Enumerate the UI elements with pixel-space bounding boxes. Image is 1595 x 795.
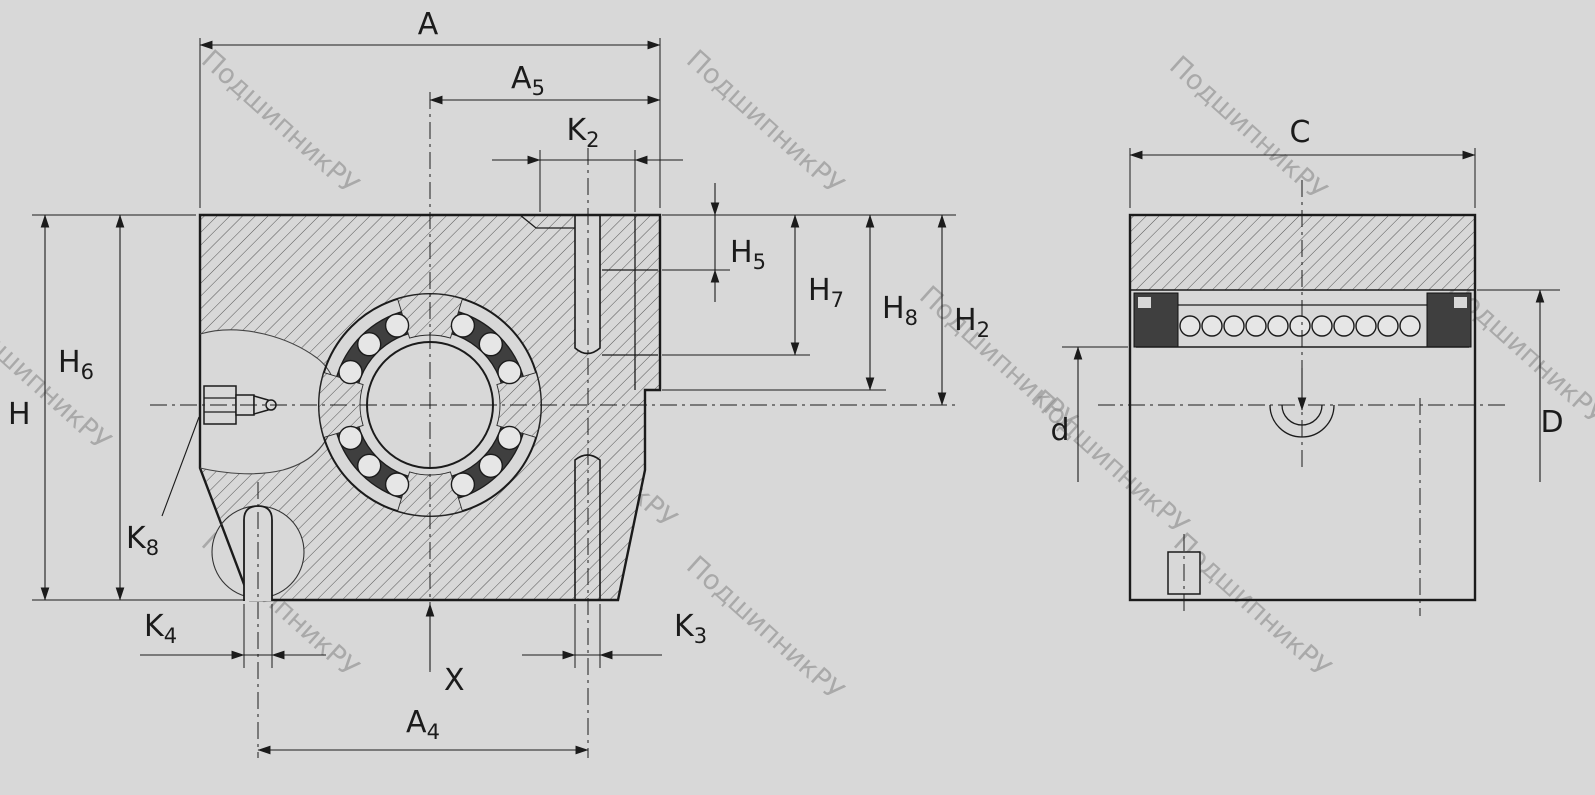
watermark: ПодшипникРУ: [195, 44, 364, 201]
ball: [1377, 315, 1399, 337]
dim-label-K3: K3: [674, 609, 707, 648]
ball: [1399, 315, 1421, 337]
front-centerlines: [150, 92, 958, 758]
ball: [478, 332, 503, 357]
dim-label-H8: H8: [882, 291, 918, 330]
ball: [357, 332, 382, 357]
hex-flat-lines: [204, 397, 236, 413]
ball: [1355, 315, 1377, 337]
ball: [1201, 315, 1223, 337]
ball: [478, 453, 503, 478]
dim-label-d: d: [1050, 413, 1069, 448]
bearing-balls: [338, 313, 522, 497]
ball: [1179, 315, 1201, 337]
dim-label-A: A: [418, 7, 439, 42]
watermark: ПодшипникРУ: [1025, 384, 1194, 541]
ball: [338, 359, 363, 385]
ball: [338, 425, 363, 451]
dim-label-K4: K4: [144, 609, 177, 648]
dim-label-C: C: [1290, 115, 1311, 150]
dim-label-H2: H2: [954, 303, 990, 342]
dim-label-K8: K8: [126, 521, 159, 560]
ball: [1267, 315, 1289, 337]
top-step-line: [519, 214, 575, 229]
dim-label-X: X: [444, 663, 465, 698]
ball: [450, 472, 476, 497]
left-seal-notch: [1138, 297, 1151, 308]
front-dimensions: A A5 K2 H5 H7 H8 H2 H6 H K8 K4 X A4 K3: [8, 7, 990, 755]
watermark: ПодшипникРУ: [680, 44, 849, 201]
ball: [497, 425, 522, 451]
nipple-cone: [253, 395, 269, 415]
linear-ball-row: [1179, 315, 1421, 337]
ball: [357, 453, 382, 478]
dim-label-H7: H7: [808, 273, 844, 312]
ball: [1333, 315, 1355, 337]
left-seal: [1133, 292, 1179, 348]
dim-label-K2: K2: [566, 113, 599, 152]
dim-label-A5: A5: [511, 61, 545, 100]
front-section-view: [150, 92, 958, 758]
dim-label-D: D: [1540, 405, 1563, 440]
housing-outline: [198, 213, 662, 602]
ball: [1223, 315, 1245, 337]
dim-label-A4: A4: [406, 705, 440, 744]
ball: [1311, 315, 1333, 337]
ball: [1289, 315, 1311, 337]
ball: [384, 472, 410, 497]
leader-line-K8: [161, 416, 200, 517]
side-dimensions: C d D: [1050, 115, 1564, 482]
clamp-slot-outline: [574, 215, 601, 355]
watermark: ПодшипникРУ: [1167, 527, 1336, 684]
dim-label-H6: H6: [58, 345, 94, 384]
ball: [450, 313, 476, 338]
ball: [384, 313, 410, 338]
ball: [1245, 315, 1267, 337]
dim-label-H: H: [8, 397, 31, 432]
dim-label-H5: H5: [730, 235, 766, 274]
right-seal-notch: [1454, 297, 1467, 308]
side-section-view: [1098, 180, 1508, 616]
ball: [497, 359, 522, 385]
